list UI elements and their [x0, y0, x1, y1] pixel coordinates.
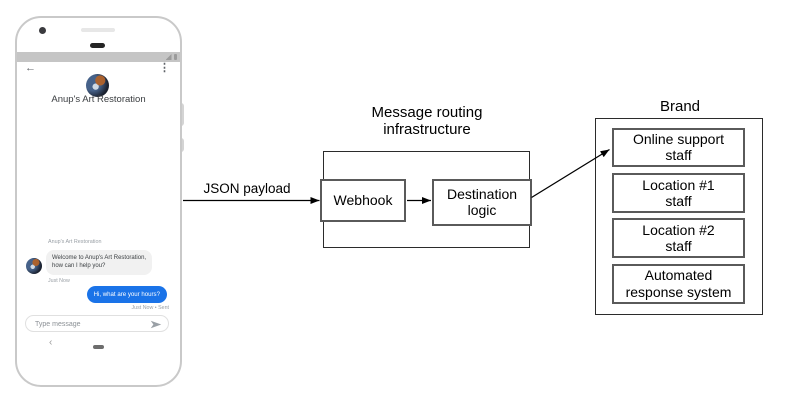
front-camera-icon	[39, 26, 46, 34]
message-input-bar[interactable]	[25, 315, 169, 332]
phone-volume-button	[181, 138, 184, 152]
destination-logic-box: Destination logic	[432, 178, 532, 226]
webhook-box: Webhook	[320, 178, 406, 222]
json-payload-label: JSON payload	[203, 181, 291, 196]
routing-infrastructure-title: Message routing infrastructure	[371, 104, 483, 138]
back-arrow-icon[interactable]: ←	[25, 62, 36, 74]
top-speaker-icon	[81, 28, 115, 32]
location-1-staff-box: Location #1 staff	[612, 173, 745, 213]
message-avatar	[26, 258, 42, 274]
status-bar	[17, 51, 180, 62]
nav-back-icon[interactable]: ‹	[49, 336, 53, 348]
business-avatar	[86, 74, 109, 97]
phone-power-button	[181, 103, 184, 126]
signal-icon	[165, 54, 172, 60]
battery-icon	[173, 53, 177, 60]
phone-mockup: ← ⋮ Anup's Art Restoration Anup's Art Re…	[15, 16, 182, 387]
online-support-staff-box: Online support staff	[612, 127, 745, 167]
incoming-message-bubble: Welcome to Anup's Art Restoration, how c…	[46, 249, 153, 275]
automated-response-system-box: Automated response system	[612, 263, 745, 304]
message-input[interactable]	[33, 317, 142, 332]
earpiece-icon	[89, 42, 105, 48]
nav-home-pill[interactable]	[92, 345, 104, 349]
brand-box	[595, 118, 763, 315]
location-2-staff-box: Location #2 staff	[612, 218, 745, 258]
outgoing-message-bubble: Hi, what are your hours?	[86, 286, 167, 303]
send-icon[interactable]	[150, 320, 162, 329]
overflow-menu-icon[interactable]: ⋮	[159, 62, 170, 74]
conversation-title: Anup's Art Restoration	[51, 94, 146, 105]
outgoing-timestamp: Just Now • Sent	[131, 305, 169, 311]
sender-label: Anup's Art Restoration	[48, 238, 102, 245]
brand-title: Brand	[659, 98, 701, 115]
incoming-timestamp: Just Now	[48, 277, 70, 284]
